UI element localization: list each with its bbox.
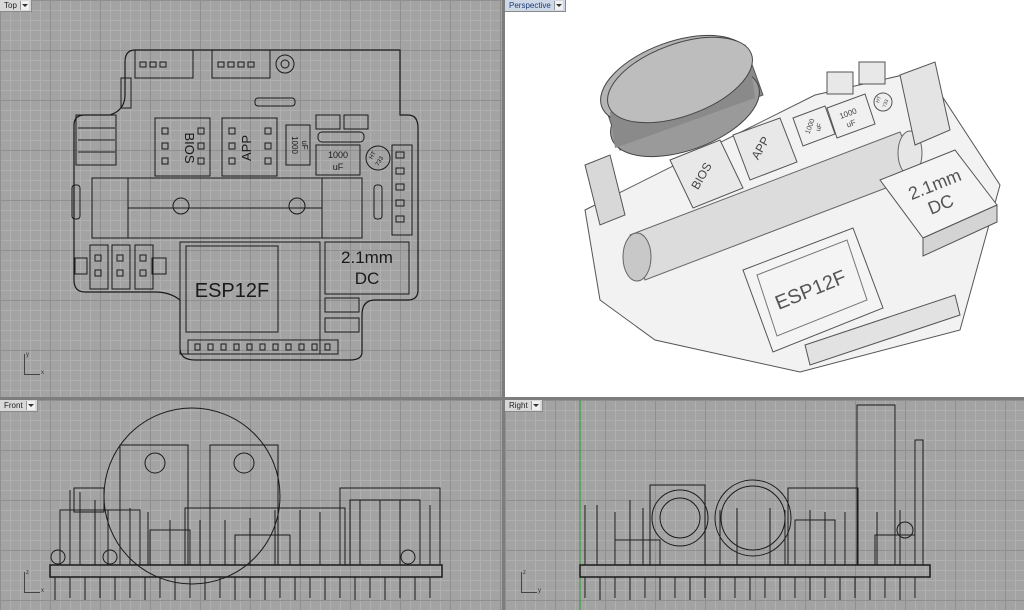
viewport-tab-perspective[interactable]: Perspective — [505, 0, 566, 12]
cap1-unit-label: uF — [300, 140, 309, 149]
viewport-tab-top[interactable]: Top — [0, 0, 32, 12]
regulator-brand-label: HT — [369, 150, 378, 160]
chevron-down-icon[interactable] — [553, 1, 563, 10]
cap2-unit-label: uF — [333, 162, 344, 172]
viewport-tab-front[interactable]: Front — [0, 400, 38, 412]
module-label: ESP12F — [772, 266, 849, 314]
axis-y-label: y — [538, 588, 541, 594]
regulator-part-label: 733 — [882, 99, 891, 109]
axis-y-label: y — [26, 352, 29, 358]
axis-indicator: y x — [22, 352, 52, 378]
front-view-drawing — [49, 407, 443, 600]
axis-indicator: z y — [519, 570, 549, 596]
app-label: APP — [239, 135, 254, 161]
bios-label: BIOS — [688, 160, 714, 192]
regulator-brand-label: HT — [875, 95, 883, 103]
viewport-label: Top — [4, 1, 17, 10]
cap2-unit-label: uF — [845, 118, 857, 130]
bios-label: BIOS — [182, 132, 197, 163]
viewport-label: Right — [509, 401, 528, 410]
cap2-value-label: 1000 — [328, 150, 348, 160]
app-label: APP — [748, 134, 772, 162]
cap1-value-label: 1000 — [805, 118, 817, 135]
chevron-down-icon[interactable] — [530, 401, 540, 410]
viewport-perspective[interactable]: Perspective BIOS — [505, 0, 1024, 397]
top-view-drawing — [71, 49, 419, 361]
cap1-unit-label: uF — [815, 122, 824, 132]
jack-line2-label: DC — [355, 269, 380, 288]
viewport-top[interactable]: Top — [0, 0, 502, 397]
axis-x-label: x — [41, 370, 44, 376]
top-view-labels: BIOS APP 1000 uF 1000 uF HT 733 ESP12F 2… — [182, 132, 393, 302]
right-view-drawing — [579, 400, 931, 610]
chevron-down-icon[interactable] — [25, 401, 35, 410]
module-label: ESP12F — [195, 280, 269, 302]
chevron-down-icon[interactable] — [19, 1, 29, 10]
viewport-tab-right[interactable]: Right — [505, 400, 543, 412]
viewport-front[interactable]: Front z x — [0, 400, 502, 610]
jack-line1-label: 2.1mm — [341, 248, 393, 267]
axis-z-label: z — [523, 570, 526, 576]
axis-indicator: z x — [22, 570, 52, 596]
perspective-view-labels: BIOS APP 1000 uF 1000 uF HT 733 ESP12F 2… — [688, 95, 964, 314]
viewport-right[interactable]: Right z y — [505, 400, 1024, 610]
viewport-label: Front — [4, 401, 23, 410]
perspective-view-render — [584, 34, 1001, 373]
axis-x-label: x — [41, 588, 44, 594]
axis-z-label: z — [26, 570, 29, 576]
viewport-label: Perspective — [509, 1, 551, 10]
cap1-value-label: 1000 — [290, 136, 299, 154]
regulator-part-label: 733 — [375, 155, 386, 167]
cap2-value-label: 1000 — [838, 106, 858, 121]
